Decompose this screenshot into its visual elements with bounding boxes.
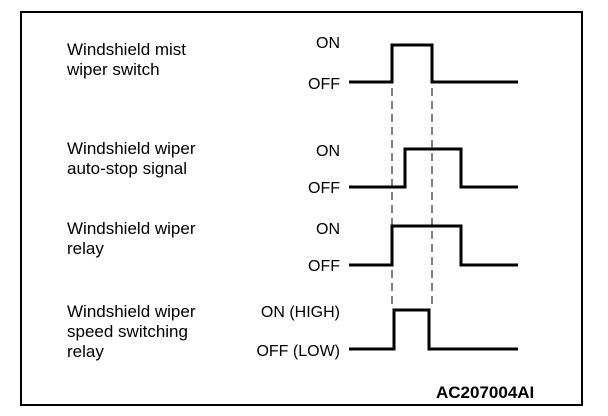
waveform-mist-switch <box>349 43 518 84</box>
signal-label-auto-stop: Windshield wiper auto-stop signal <box>67 139 196 178</box>
signal-label-speed-relay: Windshield wiper speed switching relay <box>67 302 196 361</box>
state-on-auto-stop: ON <box>316 143 340 160</box>
waveform-speed-relay <box>349 308 518 351</box>
state-off-relay: OFF <box>308 258 340 275</box>
state-on-mist-switch: ON <box>316 35 340 52</box>
state-off-mist-switch: OFF <box>308 76 340 93</box>
waveform-auto-stop <box>349 147 518 189</box>
diagram-frame <box>20 11 583 406</box>
state-on-speed-relay: ON (HIGH) <box>260 304 340 321</box>
state-off-auto-stop: OFF <box>308 180 340 197</box>
state-off-speed-relay: OFF (LOW) <box>256 343 340 360</box>
figure-code: AC207004AI <box>436 383 535 402</box>
waveform-relay <box>349 224 518 267</box>
signal-label-mist-switch: Windshield mist wiper switch <box>67 40 187 79</box>
state-on-relay: ON <box>316 221 340 238</box>
signal-label-relay: Windshield wiper relay <box>67 219 196 258</box>
